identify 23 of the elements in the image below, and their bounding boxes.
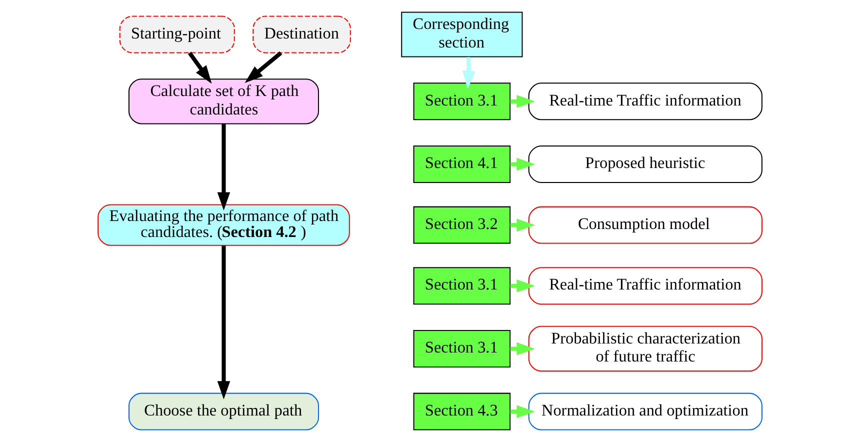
arrow [244,51,282,83]
node-box: Section 3.2 [413,206,511,244]
node-box: Evaluating the performance of path candidates. (Section 4.2 ) [98,204,350,246]
node-box: Destination [252,16,351,54]
arrow [462,57,476,90]
node-box: Calculate set of K path candidates [128,78,320,124]
node-box: Real-time Traffic information [528,267,762,305]
node-box: Section 3.1 [413,82,511,120]
node-box: Normalization and optimization [528,392,762,430]
node-box: Choose the optimal path [128,392,320,430]
node-box: Section 4.1 [413,145,511,183]
arrow [217,245,230,400]
node-box: Real-time Traffic information [528,82,762,120]
arrow [217,124,230,211]
arrow [188,52,212,84]
node-box: Probabilistic characterization of future traffic [528,326,762,372]
node-box: Proposed heuristic [528,145,762,183]
node-box: Section 3.1 [413,330,511,368]
node-box: Section 4.3 [413,392,511,430]
node-box: Corresponding section [401,12,523,58]
node-box: Consumption model [528,206,762,244]
node-box: Section 3.1 [413,267,511,305]
node-box: Starting-point [119,16,235,54]
